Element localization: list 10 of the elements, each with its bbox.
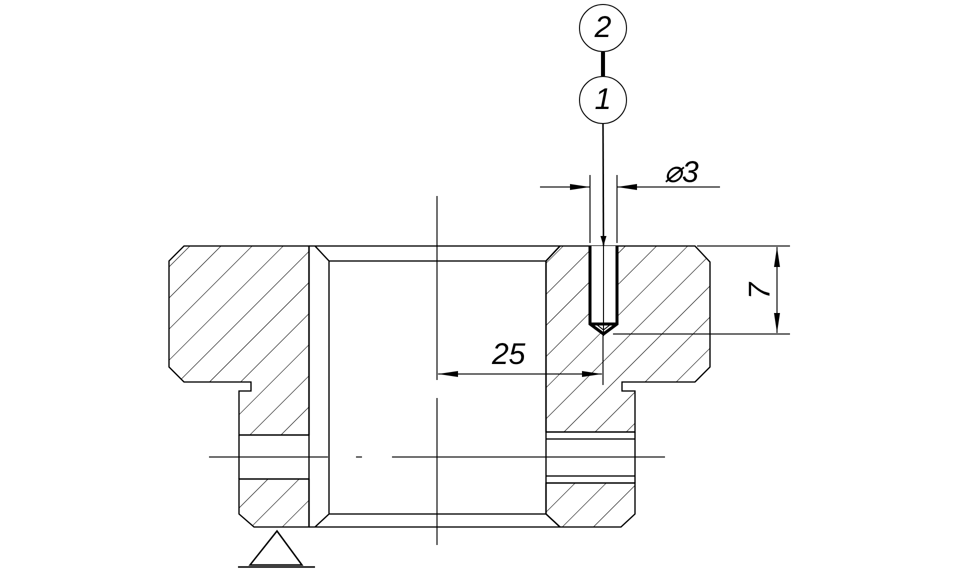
leader-arrow (600, 124, 606, 246)
callout-circle (579, 4, 627, 52)
dimension-text: ⌀3 (664, 158, 699, 188)
connector-line (601, 52, 605, 76)
dimension-text: 7 (745, 282, 776, 300)
callout-number: 1 (594, 85, 612, 115)
callout-circle (579, 76, 627, 124)
drilled-hole (588, 246, 619, 336)
dimension-text: 25 (492, 340, 526, 370)
callout-number: 2 (594, 13, 612, 43)
